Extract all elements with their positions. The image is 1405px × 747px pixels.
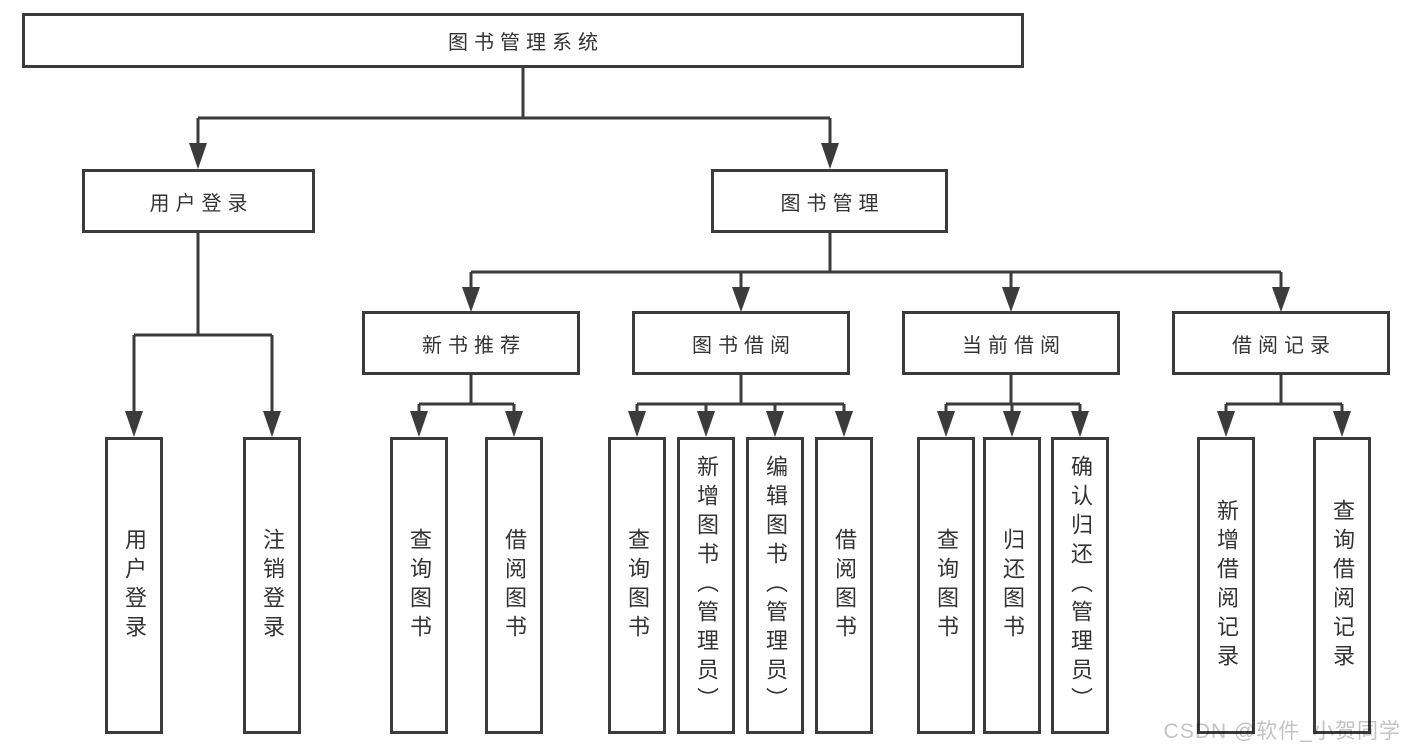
node-book-management: 图书管理	[711, 169, 948, 233]
leaf-edit-books-admin-label: 编辑图书（管理员）	[763, 455, 788, 716]
node-user-login: 用户登录	[82, 169, 315, 233]
leaf-logout-label: 注销登录	[260, 527, 285, 644]
leaf-logout: 注销登录	[243, 437, 301, 734]
leaf-query-books-recommend: 查询图书	[390, 437, 448, 734]
node-root-system: 图书管理系统	[22, 13, 1024, 68]
leaf-return-books: 归还图书	[983, 437, 1041, 734]
leaf-query-books-current: 查询图书	[917, 437, 975, 734]
leaf-add-books-admin: 新增图书（管理员）	[677, 437, 735, 734]
node-book-management-label: 图书管理	[780, 192, 885, 215]
leaf-borrow-books-recommend-label: 借阅图书	[502, 527, 527, 644]
connector-book-borrowing-branch	[628, 375, 853, 437]
leaf-query-books-borrowing: 查询图书	[608, 437, 666, 734]
leaf-user-login: 用户登录	[105, 437, 163, 734]
connector-current-borrowing-branch	[937, 375, 1089, 437]
leaf-add-borrow-record-label: 新增借阅记录	[1214, 498, 1239, 673]
node-current-borrowing: 当前借阅	[902, 311, 1120, 375]
node-borrowing-records: 借阅记录	[1172, 311, 1390, 375]
connector-book-management-branch	[462, 233, 1290, 312]
leaf-edit-books-admin: 编辑图书（管理员）	[746, 437, 804, 734]
leaf-borrow-books-borrowing: 借阅图书	[815, 437, 873, 734]
leaf-add-borrow-record: 新增借阅记录	[1197, 437, 1255, 734]
leaf-query-borrow-record-label: 查询借阅记录	[1330, 498, 1355, 673]
connector-borrowing-records-branch	[1217, 375, 1351, 437]
node-new-book-recommend-label: 新书推荐	[422, 334, 526, 357]
node-current-borrowing-label: 当前借阅	[962, 334, 1066, 357]
leaf-query-borrow-record: 查询借阅记录	[1313, 437, 1371, 734]
node-book-borrowing: 图书借阅	[632, 311, 850, 375]
node-borrowing-records-label: 借阅记录	[1232, 334, 1336, 357]
leaf-query-books-current-label: 查询图书	[934, 527, 959, 644]
leaf-return-books-label: 归还图书	[1000, 527, 1025, 644]
leaf-confirm-return-admin: 确认归还（管理员）	[1051, 437, 1109, 734]
node-book-borrowing-label: 图书借阅	[692, 334, 796, 357]
leaf-add-books-admin-label: 新增图书（管理员）	[694, 455, 719, 716]
leaf-query-books-recommend-label: 查询图书	[407, 527, 432, 644]
csdn-watermark: CSDN @软件_小贺同学	[1163, 720, 1401, 743]
node-root-system-label: 图书管理系统	[448, 32, 604, 54]
connector-user-login-branch	[125, 233, 281, 437]
connector-root-to-level2	[189, 68, 839, 169]
leaf-user-login-label: 用户登录	[122, 527, 147, 644]
connector-new-book-branch	[410, 375, 523, 437]
node-new-book-recommend: 新书推荐	[362, 311, 580, 375]
node-user-login-label: 用户登录	[149, 192, 254, 215]
leaf-borrow-books-recommend: 借阅图书	[485, 437, 543, 734]
leaf-confirm-return-admin-label: 确认归还（管理员）	[1068, 455, 1093, 716]
leaf-borrow-books-borrowing-label: 借阅图书	[832, 527, 857, 644]
leaf-query-books-borrowing-label: 查询图书	[625, 527, 650, 644]
